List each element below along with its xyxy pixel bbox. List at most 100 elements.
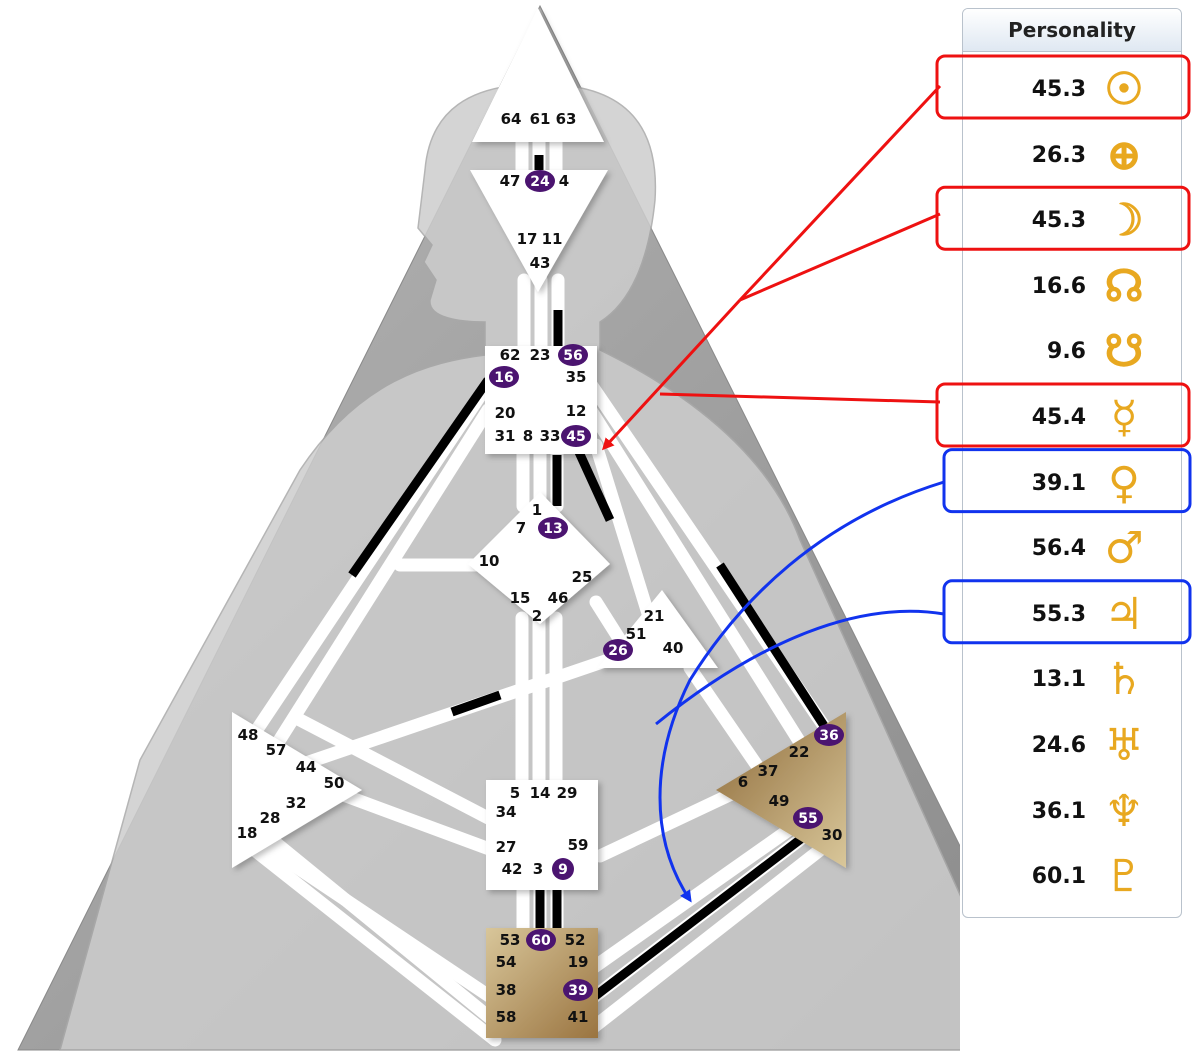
gate-line-value: 26.3 xyxy=(1031,142,1086,168)
planet-row-moon: 45.3 ☽ xyxy=(963,188,1181,254)
gate-12: 12 xyxy=(566,402,587,420)
gate-30: 30 xyxy=(822,826,843,844)
gate-14: 14 xyxy=(530,784,551,802)
neptune-icon: ♆ xyxy=(1104,785,1144,837)
gate-line-value: 55.3 xyxy=(1031,601,1086,627)
planet-row-sun: 45.3☉ xyxy=(963,57,1181,123)
gate-40: 40 xyxy=(663,639,684,657)
gate-42: 42 xyxy=(502,860,523,878)
gate-line-value: 56.4 xyxy=(1031,536,1086,562)
gate-29: 29 xyxy=(557,784,578,802)
gate-60-marker xyxy=(526,929,556,951)
gate-39: 39 xyxy=(568,983,587,999)
gate-18: 18 xyxy=(237,824,258,842)
gate-26-marker xyxy=(603,639,633,661)
gate-39-marker xyxy=(563,979,593,1001)
gate-33: 33 xyxy=(540,427,561,445)
gate-45: 45 xyxy=(566,429,585,445)
gate-60: 60 xyxy=(531,933,551,949)
gate-22: 22 xyxy=(789,743,810,761)
gate-11: 11 xyxy=(542,230,563,248)
planet-row-jupiter: 55.3♃ xyxy=(963,582,1181,648)
spleen-center xyxy=(232,712,362,868)
gate-41: 41 xyxy=(568,1008,589,1026)
sacral-center xyxy=(486,780,598,890)
gate-23: 23 xyxy=(530,346,551,364)
gate-8: 8 xyxy=(523,427,533,445)
gate-38: 38 xyxy=(496,981,517,999)
planet-row-neptune: 36.1 ♆ xyxy=(963,779,1181,845)
gate-46: 46 xyxy=(548,589,569,607)
gate-64: 64 xyxy=(501,110,522,128)
venus-icon: ♀ xyxy=(1107,457,1141,509)
gate-45-marker xyxy=(561,425,591,447)
gate-34: 34 xyxy=(496,803,517,821)
gate-51: 51 xyxy=(626,625,647,643)
panel-title: Personality xyxy=(963,9,1181,52)
gate-3: 3 xyxy=(533,860,543,878)
planet-row-saturn: 13.1♄ xyxy=(963,647,1181,713)
gate-32: 32 xyxy=(286,794,307,812)
pluto-icon: ♇ xyxy=(1104,851,1144,903)
planet-row-mars: 56.4 ♂ xyxy=(963,516,1181,582)
head-center xyxy=(472,8,604,142)
gate-24: 24 xyxy=(530,174,550,190)
gate-5: 5 xyxy=(510,784,520,802)
mars-icon: ♂ xyxy=(1104,523,1144,575)
gate-16: 16 xyxy=(494,370,513,386)
gate-43: 43 xyxy=(530,254,551,272)
gate-line-value: 13.1 xyxy=(1031,667,1086,693)
gate-26: 26 xyxy=(608,643,627,659)
gate-28: 28 xyxy=(260,809,281,827)
gate-36: 36 xyxy=(819,728,838,744)
gate-line-value: 45.3 xyxy=(1031,208,1086,234)
gate-61: 61 xyxy=(530,110,551,128)
gate-62: 62 xyxy=(500,346,521,364)
planet-row-uranus: 24.6♅ xyxy=(963,713,1181,779)
gate-9: 9 xyxy=(558,862,568,878)
gate-17: 17 xyxy=(517,230,538,248)
gate-57: 57 xyxy=(266,741,287,759)
gate-25: 25 xyxy=(572,568,593,586)
ajna-center xyxy=(470,170,608,292)
gate-line-value: 16.6 xyxy=(1031,273,1086,299)
gate-20: 20 xyxy=(495,404,516,422)
gate-44: 44 xyxy=(296,758,317,776)
gate-27: 27 xyxy=(496,838,517,856)
gate-56-marker xyxy=(558,344,588,366)
gate-line-value: 36.1 xyxy=(1031,798,1086,824)
planet-row-pluto: 60.1 ♇ xyxy=(963,844,1181,910)
gate-19: 19 xyxy=(568,953,589,971)
gate-15: 15 xyxy=(510,589,531,607)
gate-31: 31 xyxy=(495,427,516,445)
gate-52: 52 xyxy=(565,931,586,949)
gate-line-value: 45.4 xyxy=(1031,405,1086,430)
personality-panel: Personality 45.3☉26.3⊕45.3☽16.6☊9.6☋45.4… xyxy=(962,8,1182,918)
gate-4: 4 xyxy=(559,172,569,190)
north-node-icon: ☊ xyxy=(1104,260,1144,312)
gate-9-marker xyxy=(552,858,574,880)
gate-24-marker xyxy=(525,170,555,192)
gate-line-value: 39.1 xyxy=(1031,470,1086,496)
gate-53: 53 xyxy=(500,931,521,949)
mercury-icon: ☿ xyxy=(1110,392,1138,443)
planet-row-venus: 39.1 ♀ xyxy=(963,451,1181,517)
gate-2: 2 xyxy=(532,607,542,625)
gate-6: 6 xyxy=(738,773,748,791)
gate-55: 55 xyxy=(798,811,817,827)
planet-row-north-node: 16.6 ☊ xyxy=(963,254,1181,320)
moon-icon: ☽ xyxy=(1104,195,1144,247)
planet-row-south-node: 9.6☋ xyxy=(963,319,1181,385)
gate-49: 49 xyxy=(769,792,790,810)
earth-icon: ⊕ xyxy=(1105,129,1143,181)
gate-line-value: 45.3 xyxy=(1031,77,1086,102)
gate-58: 58 xyxy=(496,1008,517,1026)
gate-1: 1 xyxy=(532,501,542,519)
gate-7: 7 xyxy=(516,519,526,537)
planet-row-mercury: 45.4 ☿ xyxy=(963,385,1181,451)
gate-37: 37 xyxy=(758,762,779,780)
gate-line-value: 60.1 xyxy=(1031,864,1086,890)
gate-13-marker xyxy=(538,517,568,539)
gate-line-value: 24.6 xyxy=(1031,733,1086,758)
